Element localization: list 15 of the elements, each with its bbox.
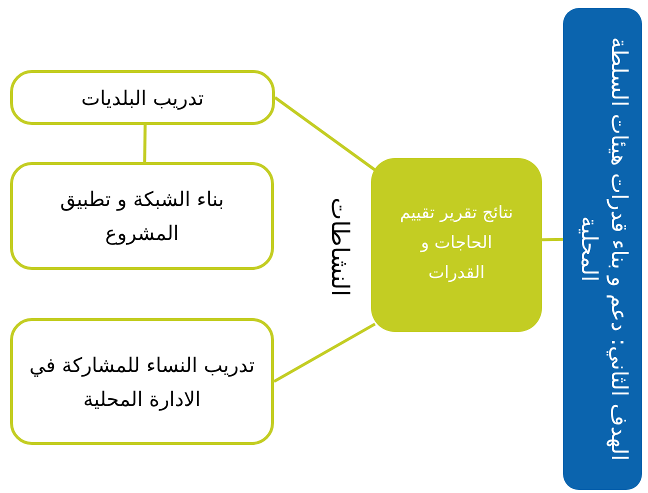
connector-line (273, 322, 376, 383)
activity-box (10, 162, 274, 270)
results-box (371, 158, 542, 332)
activity-text: تدريب النساء للمشاركة في الادارة المحلية (29, 352, 255, 413)
connector-line (274, 96, 376, 172)
connector-line (542, 238, 564, 242)
activity-text: بناء الشبكة و تطبيق المشروع (59, 186, 225, 247)
activity-text: تدريب البلديات (81, 84, 204, 112)
goal-text: الهدف الثاني: دعم و بناء قدرات هيئات السلطة المحلية (574, 36, 632, 463)
goal-band (563, 8, 642, 490)
activity-box (10, 318, 274, 445)
connector-line (143, 124, 147, 162)
results-text: نتائج تقرير تقييم الحاجات و القدرات (398, 202, 514, 285)
activity-box (10, 70, 275, 125)
activities-label: النشاطات (325, 198, 355, 296)
